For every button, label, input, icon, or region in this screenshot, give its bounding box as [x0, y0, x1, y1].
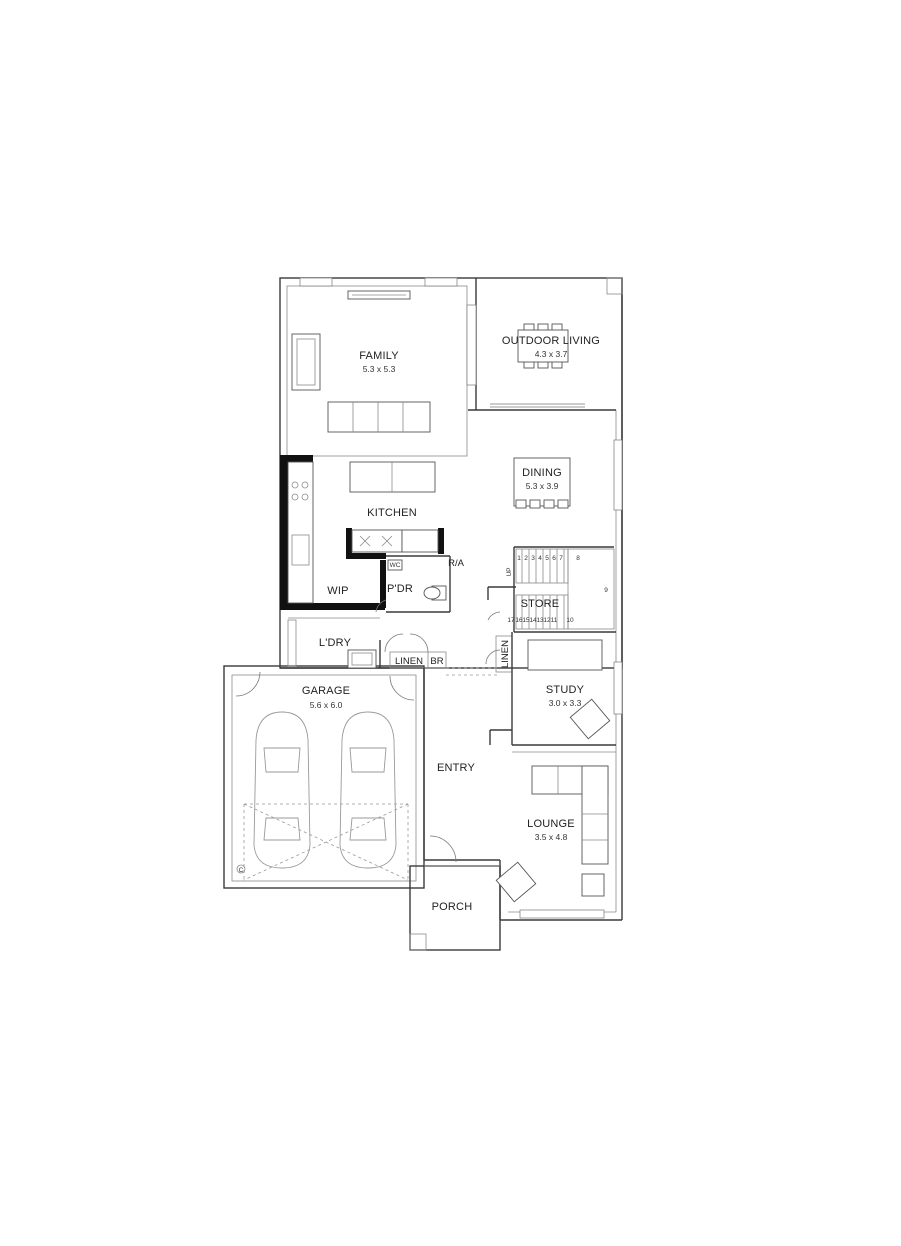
garage-cars: C — [236, 711, 409, 881]
garage-size: 5.6 x 6.0 — [310, 700, 343, 710]
lounge-label: LOUNGE — [527, 818, 575, 830]
step-number: 7 — [559, 555, 563, 562]
outdoor-table — [517, 323, 569, 369]
kitchen-bench — [287, 461, 439, 604]
family-windows — [299, 277, 623, 919]
entry-label: ENTRY — [437, 762, 476, 774]
step-number: 5 — [545, 555, 549, 562]
step-number: 9 — [604, 587, 608, 594]
interior-walls — [280, 455, 616, 867]
step-number: 2 — [524, 555, 528, 562]
garage-marker: C — [239, 867, 244, 874]
wc-label: WC — [390, 562, 401, 569]
study-size: 3.0 x 3.3 — [549, 698, 582, 708]
garage-label: GARAGE — [302, 685, 350, 697]
step-number: 13 — [536, 617, 544, 624]
step-number: 11 — [551, 617, 558, 624]
outdoor-living-size: 4.3 x 3.7 — [535, 349, 568, 359]
stair-up-label: UP — [506, 567, 513, 576]
step-number: 15 — [522, 617, 530, 624]
room-labels: FAMILY 5.3 x 5.3 OUTDOOR LIVING 4.3 x 3.… — [302, 335, 600, 913]
powder-room-fixtures: WC — [387, 559, 447, 601]
study-furniture — [527, 639, 611, 740]
lounge-size: 3.5 x 4.8 — [535, 832, 568, 842]
step-number: 14 — [529, 617, 537, 624]
pdr-label: P'DR — [387, 583, 413, 595]
outdoor-living-label: OUTDOOR LIVING — [502, 335, 600, 347]
porch-detail — [409, 933, 427, 951]
doors — [235, 599, 501, 863]
kitchen-label: KITCHEN — [367, 507, 417, 519]
family-furniture — [291, 333, 436, 493]
study-label: STUDY — [546, 684, 585, 696]
lounge-furniture — [495, 765, 609, 903]
porch-label: PORCH — [432, 901, 473, 913]
step-number: 10 — [566, 617, 574, 624]
dining-label: DINING — [522, 467, 562, 479]
ldry-label: L'DRY — [319, 637, 352, 649]
br-label: BR — [430, 656, 443, 667]
step-number: 16 — [515, 617, 523, 624]
dining-furniture — [513, 457, 571, 509]
step-number: 4 — [538, 555, 542, 562]
store-label: STORE — [521, 598, 560, 610]
ra-label: R/A — [448, 558, 465, 569]
step-number: 17 — [507, 617, 515, 624]
family-size: 5.3 x 5.3 — [363, 364, 396, 374]
step-number: 3 — [531, 555, 535, 562]
laundry-fixtures — [287, 619, 429, 669]
exterior-walls — [223, 277, 623, 951]
step-number: 12 — [543, 617, 551, 624]
step-number: 8 — [576, 555, 580, 562]
dining-size: 5.3 x 3.9 — [526, 481, 559, 491]
linen-hall-label: LINEN — [500, 640, 511, 668]
family-label: FAMILY — [359, 350, 399, 362]
staircase: 1 2 3 4 5 6 7 8 9 17 16 15 14 13 12 11 1… — [506, 548, 615, 630]
step-number: 1 — [517, 555, 521, 562]
wip-label: WIP — [327, 585, 348, 597]
linen-bath-label: LINEN — [395, 656, 423, 667]
step-number: 6 — [552, 555, 556, 562]
